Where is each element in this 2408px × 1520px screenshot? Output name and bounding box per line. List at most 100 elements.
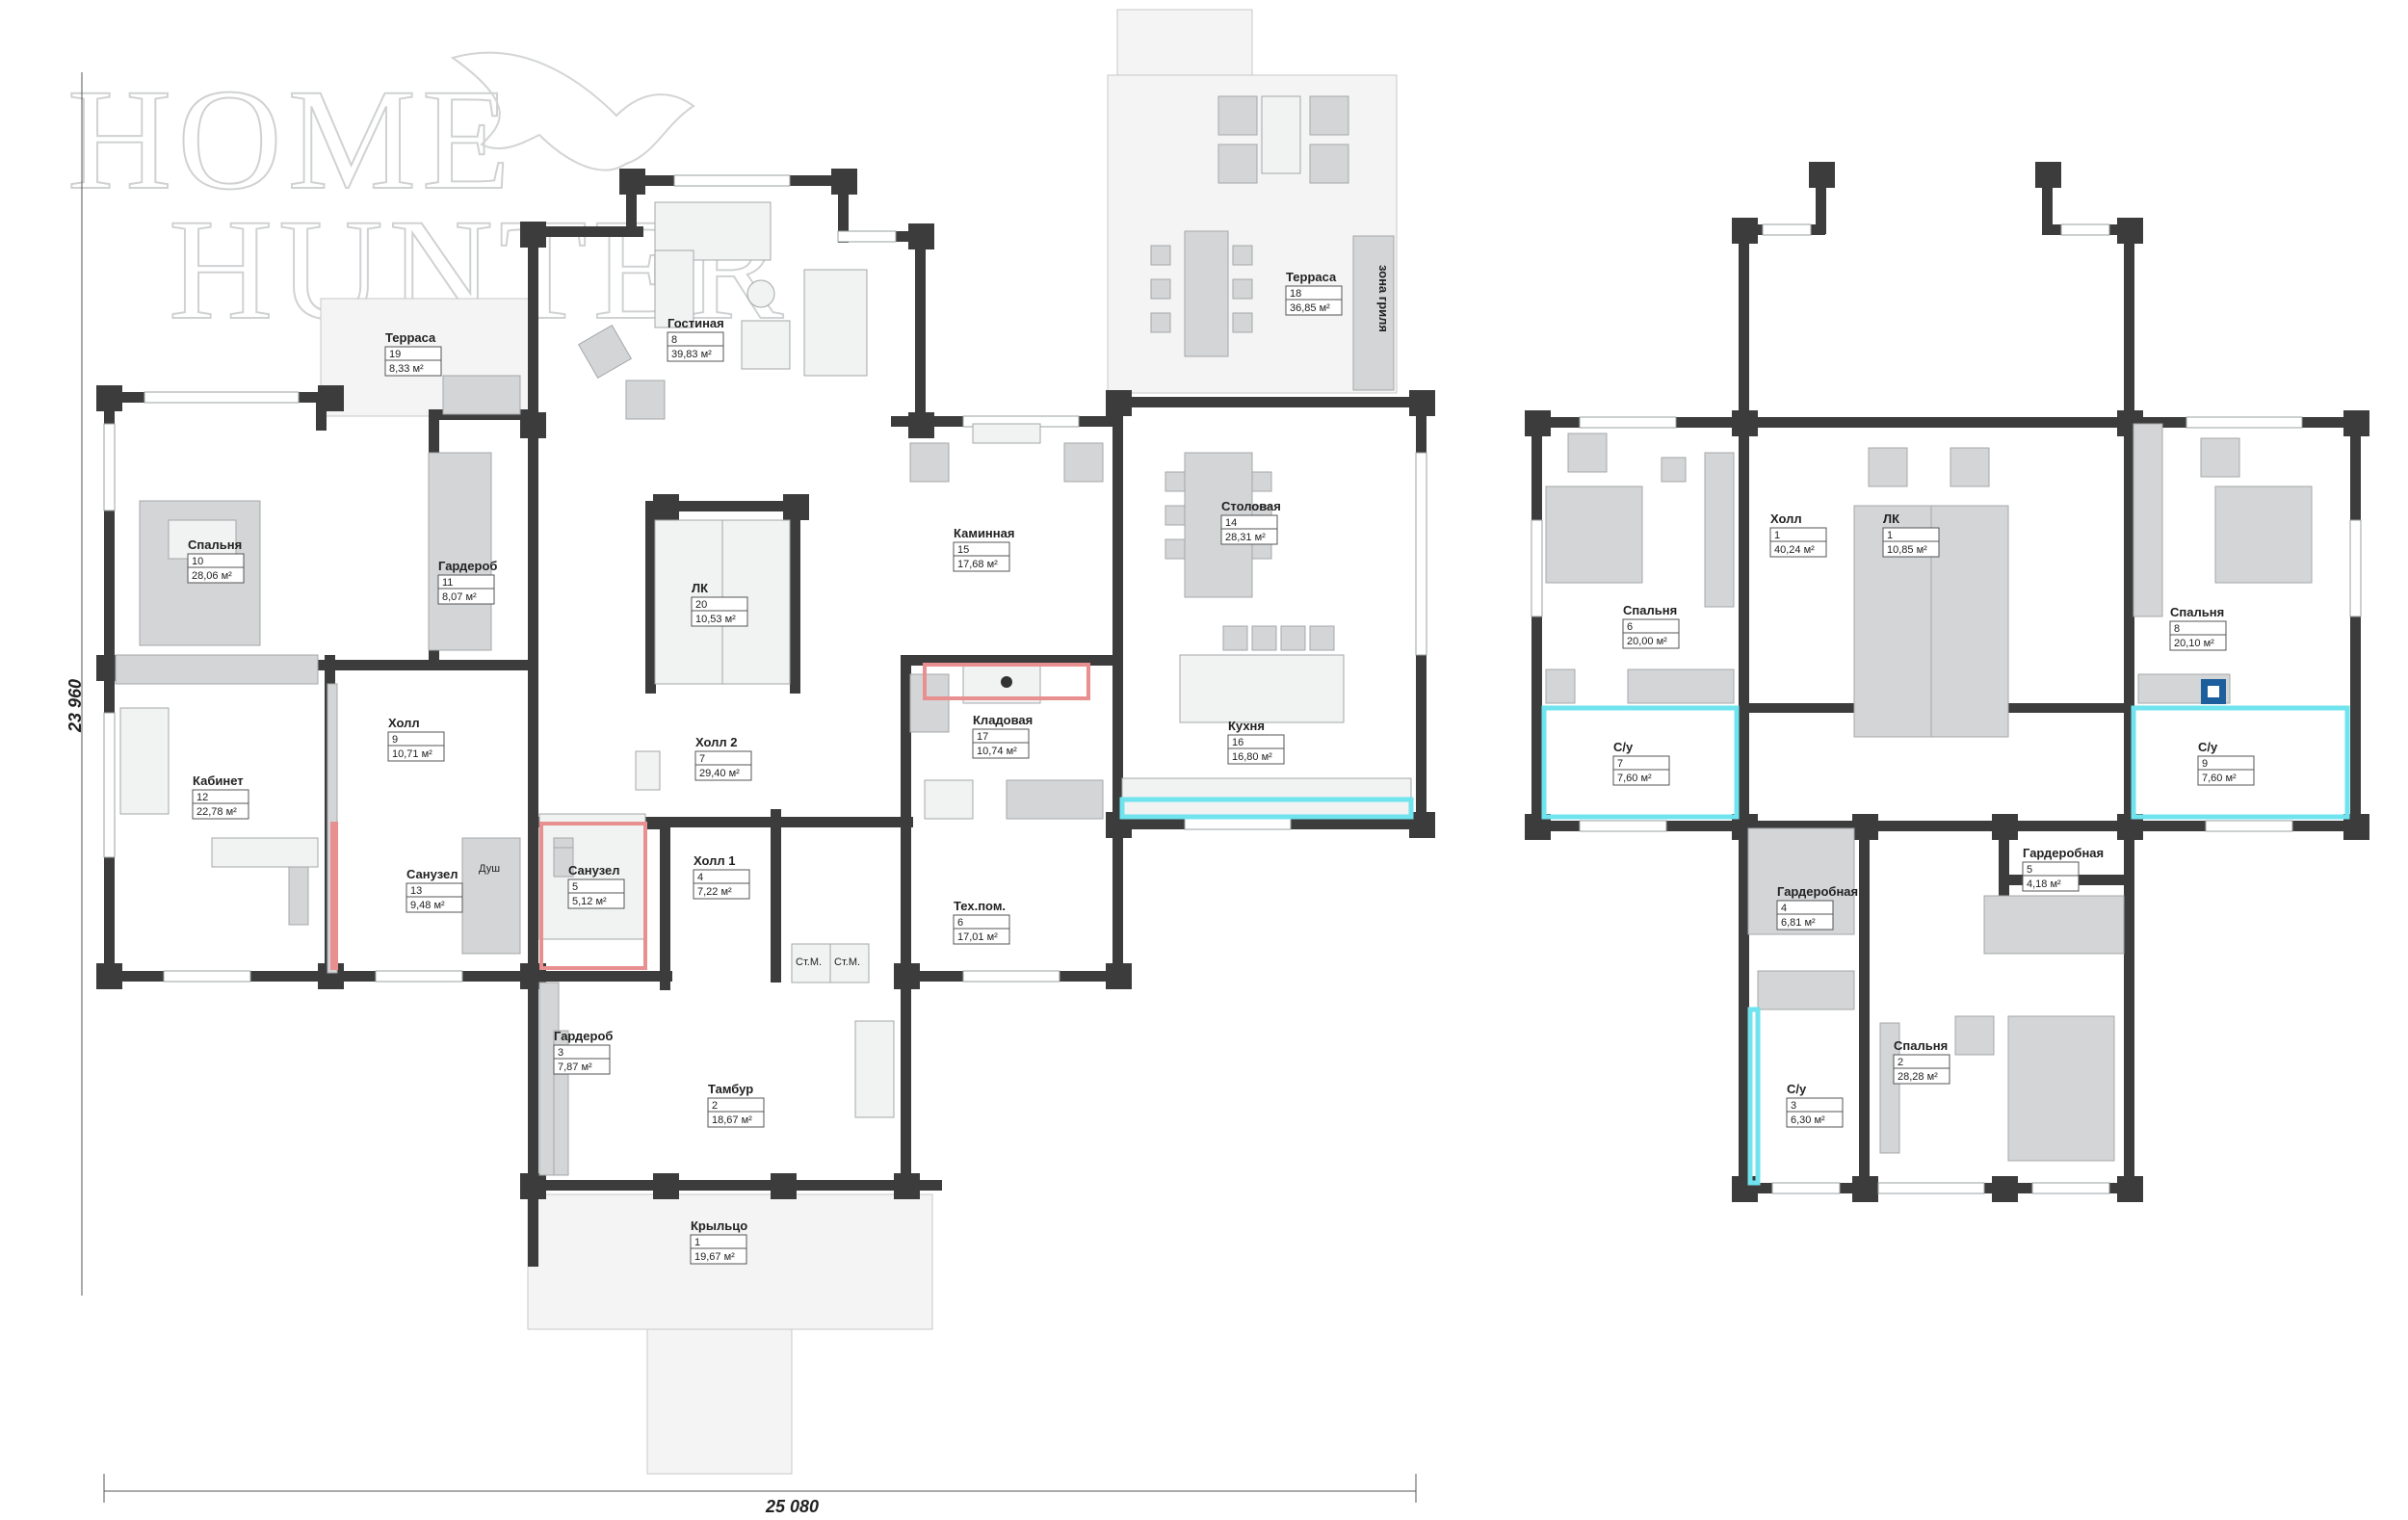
room-name: Крыльцо xyxy=(691,1219,747,1233)
room-tag-box xyxy=(1776,900,1834,930)
terrace-grill-stair xyxy=(1116,9,1253,76)
room-tag-box xyxy=(406,882,463,913)
room-number: 2 xyxy=(712,1100,718,1112)
room-name: Холл xyxy=(1770,511,1802,526)
kitchen-wet-wall xyxy=(1119,797,1414,820)
room-area: 18,67 м² xyxy=(712,1114,752,1126)
room-area: 20,00 м² xyxy=(1627,636,1667,647)
room-number: 19 xyxy=(389,349,401,360)
floor2 xyxy=(1525,162,2369,1202)
room-tag-box xyxy=(1769,527,1827,558)
room-number: 7 xyxy=(699,753,705,765)
eagle-logo-icon xyxy=(450,51,695,171)
room-name: Кабинет xyxy=(193,773,244,788)
room-label-r2-6: Спальня 6 20,00 м² xyxy=(1622,603,1680,649)
room-name: С/у xyxy=(1787,1082,1807,1096)
room-name: Тех.пом. xyxy=(954,899,1006,913)
room-number: 1 xyxy=(694,1237,700,1248)
room-tag-box xyxy=(667,331,724,362)
room-label-r2-7: С/у 7 7,60 м² xyxy=(1612,740,1670,786)
floor1-posts xyxy=(96,169,1435,1199)
room-tag-box xyxy=(1612,755,1670,786)
living-sofa xyxy=(803,269,868,377)
room-number: 5 xyxy=(572,881,578,893)
room-number: 6 xyxy=(1627,621,1633,633)
room-area: 10,85 м² xyxy=(1887,544,1927,556)
fireplace xyxy=(923,663,1090,700)
room-area: 29,40 м² xyxy=(699,768,740,779)
wardrobe-11 xyxy=(428,452,492,651)
room-name: Спальня xyxy=(1623,603,1677,617)
room-name: Санузел xyxy=(406,867,458,881)
room-tag-box xyxy=(972,728,1030,759)
floor2-furniture xyxy=(1545,423,2313,1162)
room-number: 18 xyxy=(1290,288,1301,300)
room-label-r1-2: Тамбур 2 18,67 м² xyxy=(707,1082,765,1128)
room-area: 7,22 м² xyxy=(697,886,732,898)
room-tag-box xyxy=(553,1044,611,1075)
room-number: 7 xyxy=(1617,758,1623,770)
room-tag-box xyxy=(384,346,442,377)
room-name: Спальня xyxy=(188,537,242,552)
room-name: Холл 1 xyxy=(694,853,735,868)
room-area: 7,60 м² xyxy=(2202,773,2237,784)
room-number: 15 xyxy=(957,544,969,556)
room-name: Терраса xyxy=(385,330,436,345)
room-number: 9 xyxy=(392,734,398,746)
room-tag-box xyxy=(387,731,445,762)
room-tag-box xyxy=(1220,514,1278,545)
room-area: 10,53 м² xyxy=(695,614,736,625)
floor1: зона гриля xyxy=(96,9,1435,1475)
room-tag-box xyxy=(1227,734,1285,765)
dimension-width: 25 080 xyxy=(765,1497,819,1516)
kitchen-island xyxy=(1179,654,1345,723)
watermark-line1: HOME xyxy=(67,60,516,220)
room-name: Терраса xyxy=(1286,270,1337,284)
room-name: Гардеробная xyxy=(1777,884,1858,899)
room-name: Гардероб xyxy=(554,1029,613,1043)
room-number: 1 xyxy=(1774,530,1780,541)
boiler2-label: Ст.М. xyxy=(834,957,860,968)
floor2-windows xyxy=(1531,223,2362,1194)
room-area: 28,31 м² xyxy=(1225,532,1266,543)
bath3-wet xyxy=(1747,1007,1761,1186)
room-number: 17 xyxy=(977,731,988,743)
room-area: 7,87 м² xyxy=(558,1061,592,1073)
room-number: 14 xyxy=(1225,517,1237,529)
room-name: Кухня xyxy=(1228,719,1265,733)
room-number: 2 xyxy=(1898,1057,1903,1068)
room-area: 16,80 м² xyxy=(1232,751,1272,763)
room-tag-box xyxy=(192,789,249,820)
room-tag-box xyxy=(2169,620,2227,651)
room-tag-box xyxy=(437,574,495,605)
room-name: Тамбур xyxy=(708,1082,753,1096)
room-number: 8 xyxy=(2174,623,2180,635)
room-tag-box xyxy=(1893,1054,1950,1085)
room-tag-box xyxy=(2022,861,2080,892)
grill-zone-label: зона гриля xyxy=(1376,265,1391,332)
room-name: Спальня xyxy=(1894,1038,1948,1053)
room-area: 39,83 м² xyxy=(671,349,712,360)
room-name: С/у xyxy=(1613,740,1634,754)
room-area: 40,24 м² xyxy=(1774,544,1815,556)
room-area: 10,71 м² xyxy=(392,748,432,760)
room-area: 6,30 м² xyxy=(1791,1114,1825,1126)
room-area: 7,60 м² xyxy=(1617,773,1652,784)
room-number: 11 xyxy=(442,577,453,589)
bath9-wet xyxy=(2131,705,2350,820)
room-tag-box xyxy=(1622,618,1680,649)
room-number: 5 xyxy=(2027,864,2032,876)
porch-stairs xyxy=(646,1328,793,1475)
